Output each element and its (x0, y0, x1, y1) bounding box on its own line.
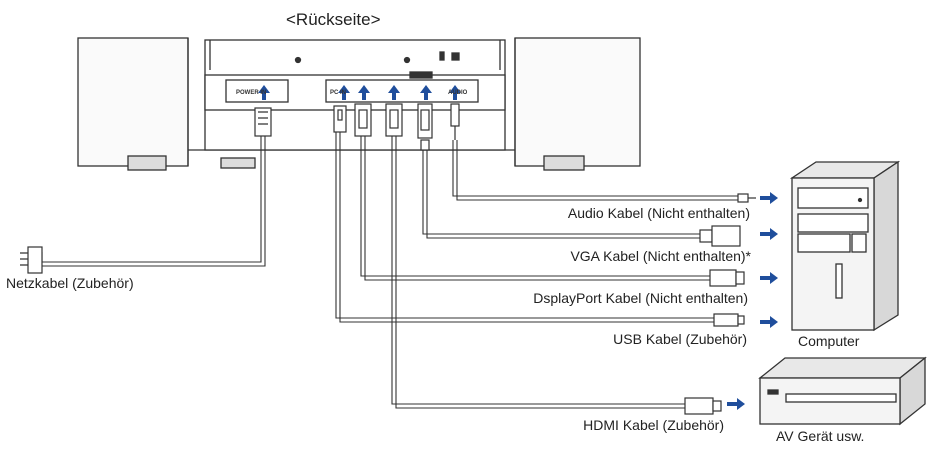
hdmi-cable-label: HDMI Kabel (Zubehör) (583, 417, 724, 433)
power-cable-label: Netzkabel (Zubehör) (6, 275, 134, 291)
power-plug-left (20, 246, 43, 274)
power-plug (254, 107, 272, 137)
audio-connector (737, 193, 756, 203)
computer-label: Computer (798, 333, 860, 349)
displayport-connector (709, 269, 745, 287)
device-arrows (727, 192, 778, 410)
av-device (758, 356, 927, 426)
port-arrows (258, 85, 461, 100)
usb-plug (333, 105, 347, 133)
av-device-label: AV Gerät usw. (776, 428, 865, 444)
hdmi-plug (385, 103, 403, 137)
usb-cable-label: USB Kabel (Zubehör) (613, 331, 747, 347)
vga-cable-label: VGA Kabel (Nicht enthalten)* (570, 248, 751, 264)
diagram-title: <Rückseite> (286, 10, 381, 29)
computer-device (789, 160, 901, 332)
vga-plug (417, 103, 433, 151)
audio-cable-label: Audio Kabel (Nicht enthalten) (567, 205, 750, 221)
port-label-pc-in: PC IN (330, 90, 346, 96)
usb-connector (713, 313, 745, 327)
port-label-audio: AUDIO (448, 90, 468, 96)
audio-plug (450, 103, 460, 140)
displayport-plug (354, 103, 372, 137)
port-label-power: POWER IN (236, 90, 266, 96)
vga-connector (699, 225, 741, 247)
cable-lines (41, 132, 738, 409)
hdmi-connector (684, 397, 722, 415)
displayport-cable-label: DsplayPort Kabel (Nicht enthalten) (533, 290, 748, 306)
